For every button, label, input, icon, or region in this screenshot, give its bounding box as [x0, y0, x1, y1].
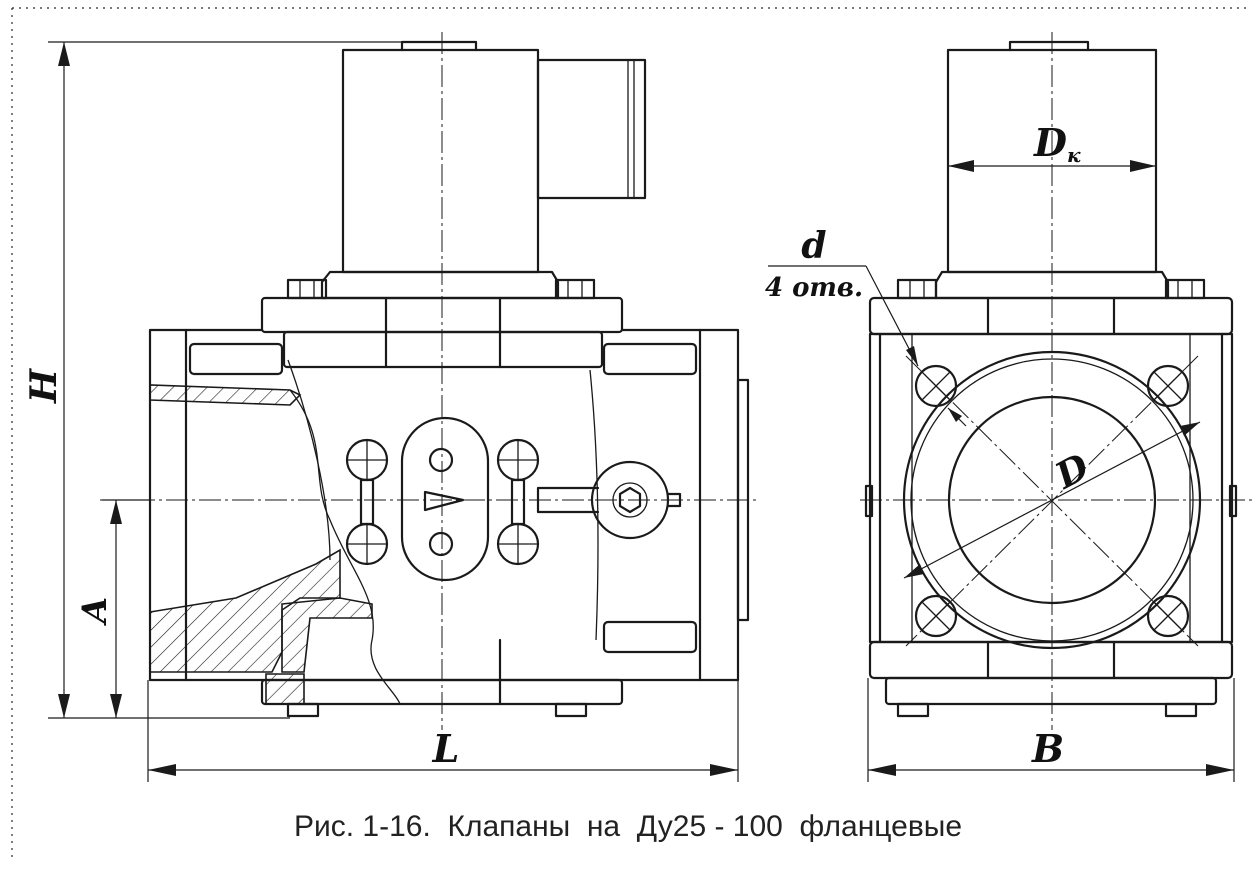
dimension-label-a: A: [75, 597, 115, 626]
dimension-label-h: H: [23, 368, 65, 404]
front-view: [100, 32, 760, 730]
dimension-label-l: L: [432, 726, 460, 771]
dimension-label-hole-d: d: [801, 225, 826, 267]
dimension-lines: [48, 41, 1235, 782]
drawing-frame: [11, 7, 1250, 862]
figure-caption: Рис. 1-16. Клапаны на Ду25 - 100 фланцев…: [294, 810, 962, 843]
dimension-label-flange-d: D: [1048, 446, 1096, 498]
side-view: [768, 32, 1252, 730]
dimension-label-b: B: [1031, 726, 1064, 771]
dimension-label-dk: Dк: [1033, 120, 1081, 167]
dimension-label-hole-count: 4 отв.: [765, 273, 863, 303]
